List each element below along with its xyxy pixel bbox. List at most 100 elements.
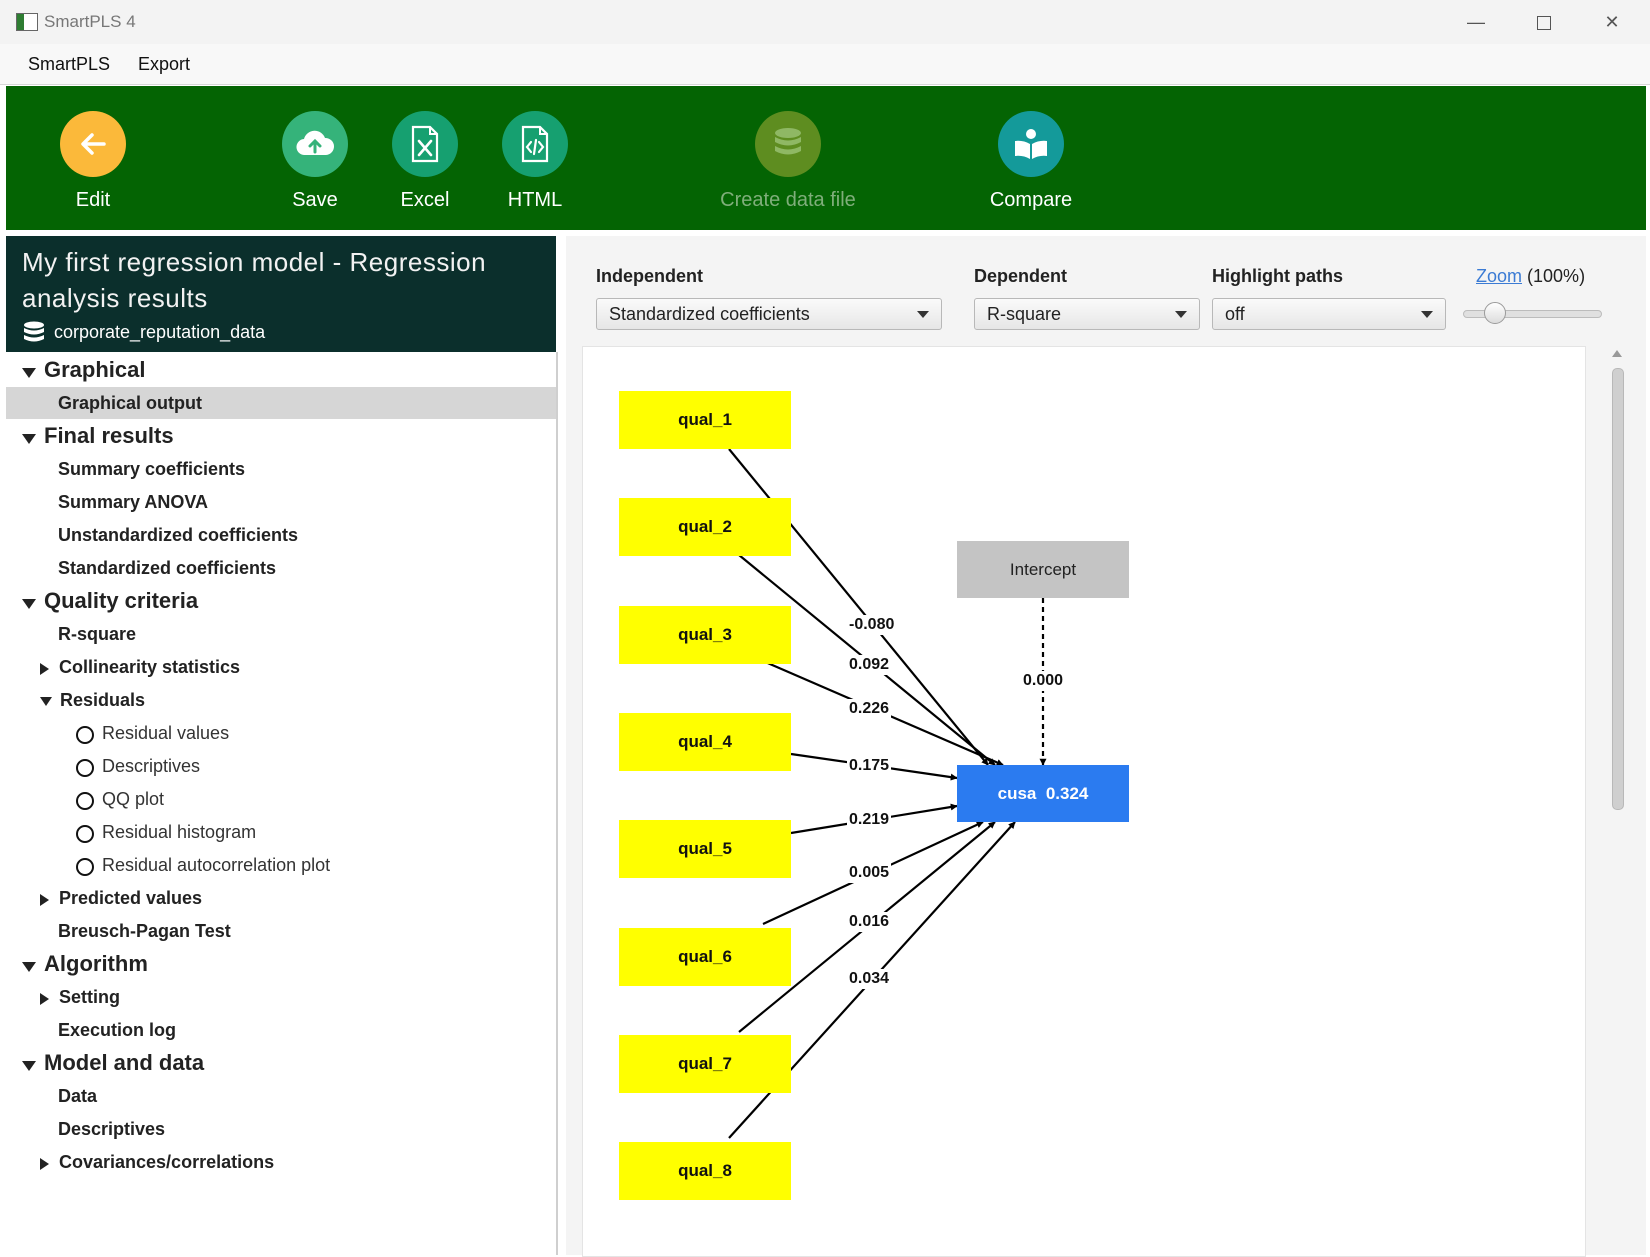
html-button[interactable]: HTML [470,111,600,212]
tree-item-data[interactable]: Data [6,1080,556,1112]
expand-caret-icon[interactable] [22,433,36,444]
tree-item-graphical[interactable]: Graphical [6,354,556,386]
zoom-slider-track[interactable] [1463,310,1602,318]
tree-item-label: Residual histogram [102,822,257,842]
dependent-select[interactable]: R-square [974,298,1200,330]
node-cusa[interactable]: cusa 0.324 [957,765,1129,822]
tree-item-final-results[interactable]: Final results [6,420,556,452]
node-qual_2[interactable]: qual_2 [619,498,791,557]
independent-select[interactable]: Standardized coefficients [596,298,942,330]
vertical-scrollbar[interactable] [1608,346,1626,1255]
close-button[interactable]: ✕ [1604,12,1620,32]
html-label: HTML [507,189,563,211]
tree-item-label: Standardized coefficients [58,558,277,578]
node-qual_4[interactable]: qual_4 [619,712,791,771]
tree-item-unstandardized-coefficients[interactable]: Unstandardized coefficients [6,519,556,551]
database-icon [755,111,821,177]
tree-item-execution-log[interactable]: Execution log [6,1014,556,1046]
tree-item-covariances-correlations[interactable]: Covariances/correlations [6,1146,556,1178]
collapsed-caret-icon[interactable] [40,992,49,1005]
radio-icon[interactable] [76,824,94,843]
coefficient-label-qual_6: 0.005 [847,863,892,883]
highlight-paths-select[interactable]: off [1212,298,1446,330]
coefficient-label-qual_3: 0.226 [847,698,892,719]
edit-button[interactable]: Edit [28,111,158,212]
node-qual_7[interactable]: qual_7 [619,1034,791,1093]
coefficient-label-qual_8: 0.034 [847,968,892,989]
tree-item-residual-autocorrelation-plot[interactable]: Residual autocorrelation plot [6,849,556,881]
tree-item-descriptives[interactable]: Descriptives [6,1113,556,1145]
node-qual_3[interactable]: qual_3 [619,605,791,664]
radio-icon[interactable] [76,857,94,876]
tree-item-summary-coefficients[interactable]: Summary coefficients [6,453,556,485]
results-header: My first regression model - Regression a… [6,236,556,352]
excel-button[interactable]: Excel [360,111,490,212]
save-button[interactable]: Save [250,111,380,212]
expand-caret-icon[interactable] [22,961,36,972]
node-qual_1[interactable]: qual_1 [619,391,791,449]
tree-item-collinearity-statistics[interactable]: Collinearity statistics [6,651,556,683]
tree-item-summary-anova[interactable]: Summary ANOVA [6,486,556,518]
tree-item-quality-criteria[interactable]: Quality criteria [6,585,556,617]
tree-item-label: Model and data [44,1050,205,1075]
tree-item-label: Unstandardized coefficients [58,525,299,545]
tree-item-breusch-pagan-test[interactable]: Breusch-Pagan Test [6,915,556,947]
create-data-file-label: Create data file [720,189,856,211]
tree-item-setting[interactable]: Setting [6,981,556,1013]
compare-button[interactable]: Compare [966,111,1096,212]
database-icon [24,321,44,342]
minimize-button[interactable]: — [1467,12,1485,32]
cloud-upload-icon [282,111,348,177]
window-title: SmartPLS 4 [44,12,136,31]
tree-item-label: Setting [59,987,120,1007]
tree-item-algorithm[interactable]: Algorithm [6,948,556,980]
tree-item-r-square[interactable]: R-square [6,618,556,650]
tree-item-standardized-coefficients[interactable]: Standardized coefficients [6,552,556,584]
dependent-r-square: 0.324 [1045,784,1089,803]
chevron-down-icon [1421,311,1433,318]
open-book-reader-icon [998,111,1064,177]
tree-item-residual-values[interactable]: Residual values [6,717,556,749]
collapsed-caret-icon[interactable] [40,662,49,675]
tree-item-residual-histogram[interactable]: Residual histogram [6,816,556,848]
coefficient-label-qual_5: 0.219 [847,809,892,830]
toolbar: Edit Save Excel HTML Create data file Co… [6,86,1646,230]
radio-icon[interactable] [76,758,94,777]
tree-item-residuals[interactable]: Residuals [6,684,556,716]
maximize-button[interactable] [1524,8,1564,36]
node-qual_5[interactable]: qual_5 [619,820,791,879]
zoom-link[interactable]: Zoom [1476,266,1523,286]
node-qual_8[interactable]: qual_8 [619,1142,791,1201]
radio-icon[interactable] [76,725,94,744]
node-intercept[interactable]: Intercept [957,541,1129,598]
expand-caret-icon[interactable] [22,598,36,609]
tree-item-model-and-data[interactable]: Model and data [6,1047,556,1079]
graphical-output-panel: Independent Standardized coefficients De… [566,236,1646,1257]
tree-item-descriptives[interactable]: Descriptives [6,750,556,782]
expand-caret-icon[interactable] [22,1060,36,1071]
dependent-label: Dependent [974,266,1068,286]
tree-item-label: QQ plot [102,789,165,809]
collapsed-caret-icon[interactable] [40,1157,49,1170]
radio-icon[interactable] [76,791,94,810]
menu-export[interactable]: Export [138,54,191,74]
tree-item-label: Residuals [60,690,146,710]
coefficient-label-qual_1: -0.080 [847,614,897,635]
menu-smartpls[interactable]: SmartPLS [28,54,111,74]
create-data-file-button[interactable]: Create data file [698,111,878,212]
zoom-slider-thumb[interactable] [1484,302,1506,324]
node-qual_6[interactable]: qual_6 [619,927,791,986]
tree-item-label: Descriptives [58,1119,166,1139]
tree-item-qq-plot[interactable]: QQ plot [6,783,556,815]
collapsed-caret-icon[interactable] [40,893,49,906]
tree-item-graphical-output[interactable]: Graphical output [6,387,556,419]
scroll-up-icon[interactable] [1612,350,1622,357]
dataset-label[interactable]: corporate_reputation_data [22,320,265,344]
tree-item-label: Descriptives [102,756,201,776]
expand-caret-icon[interactable] [40,697,52,707]
expand-caret-icon[interactable] [22,367,36,378]
scroll-thumb[interactable] [1612,368,1624,810]
tree-item-predicted-values[interactable]: Predicted values [6,882,556,914]
tree-item-label: Algorithm [44,951,148,976]
